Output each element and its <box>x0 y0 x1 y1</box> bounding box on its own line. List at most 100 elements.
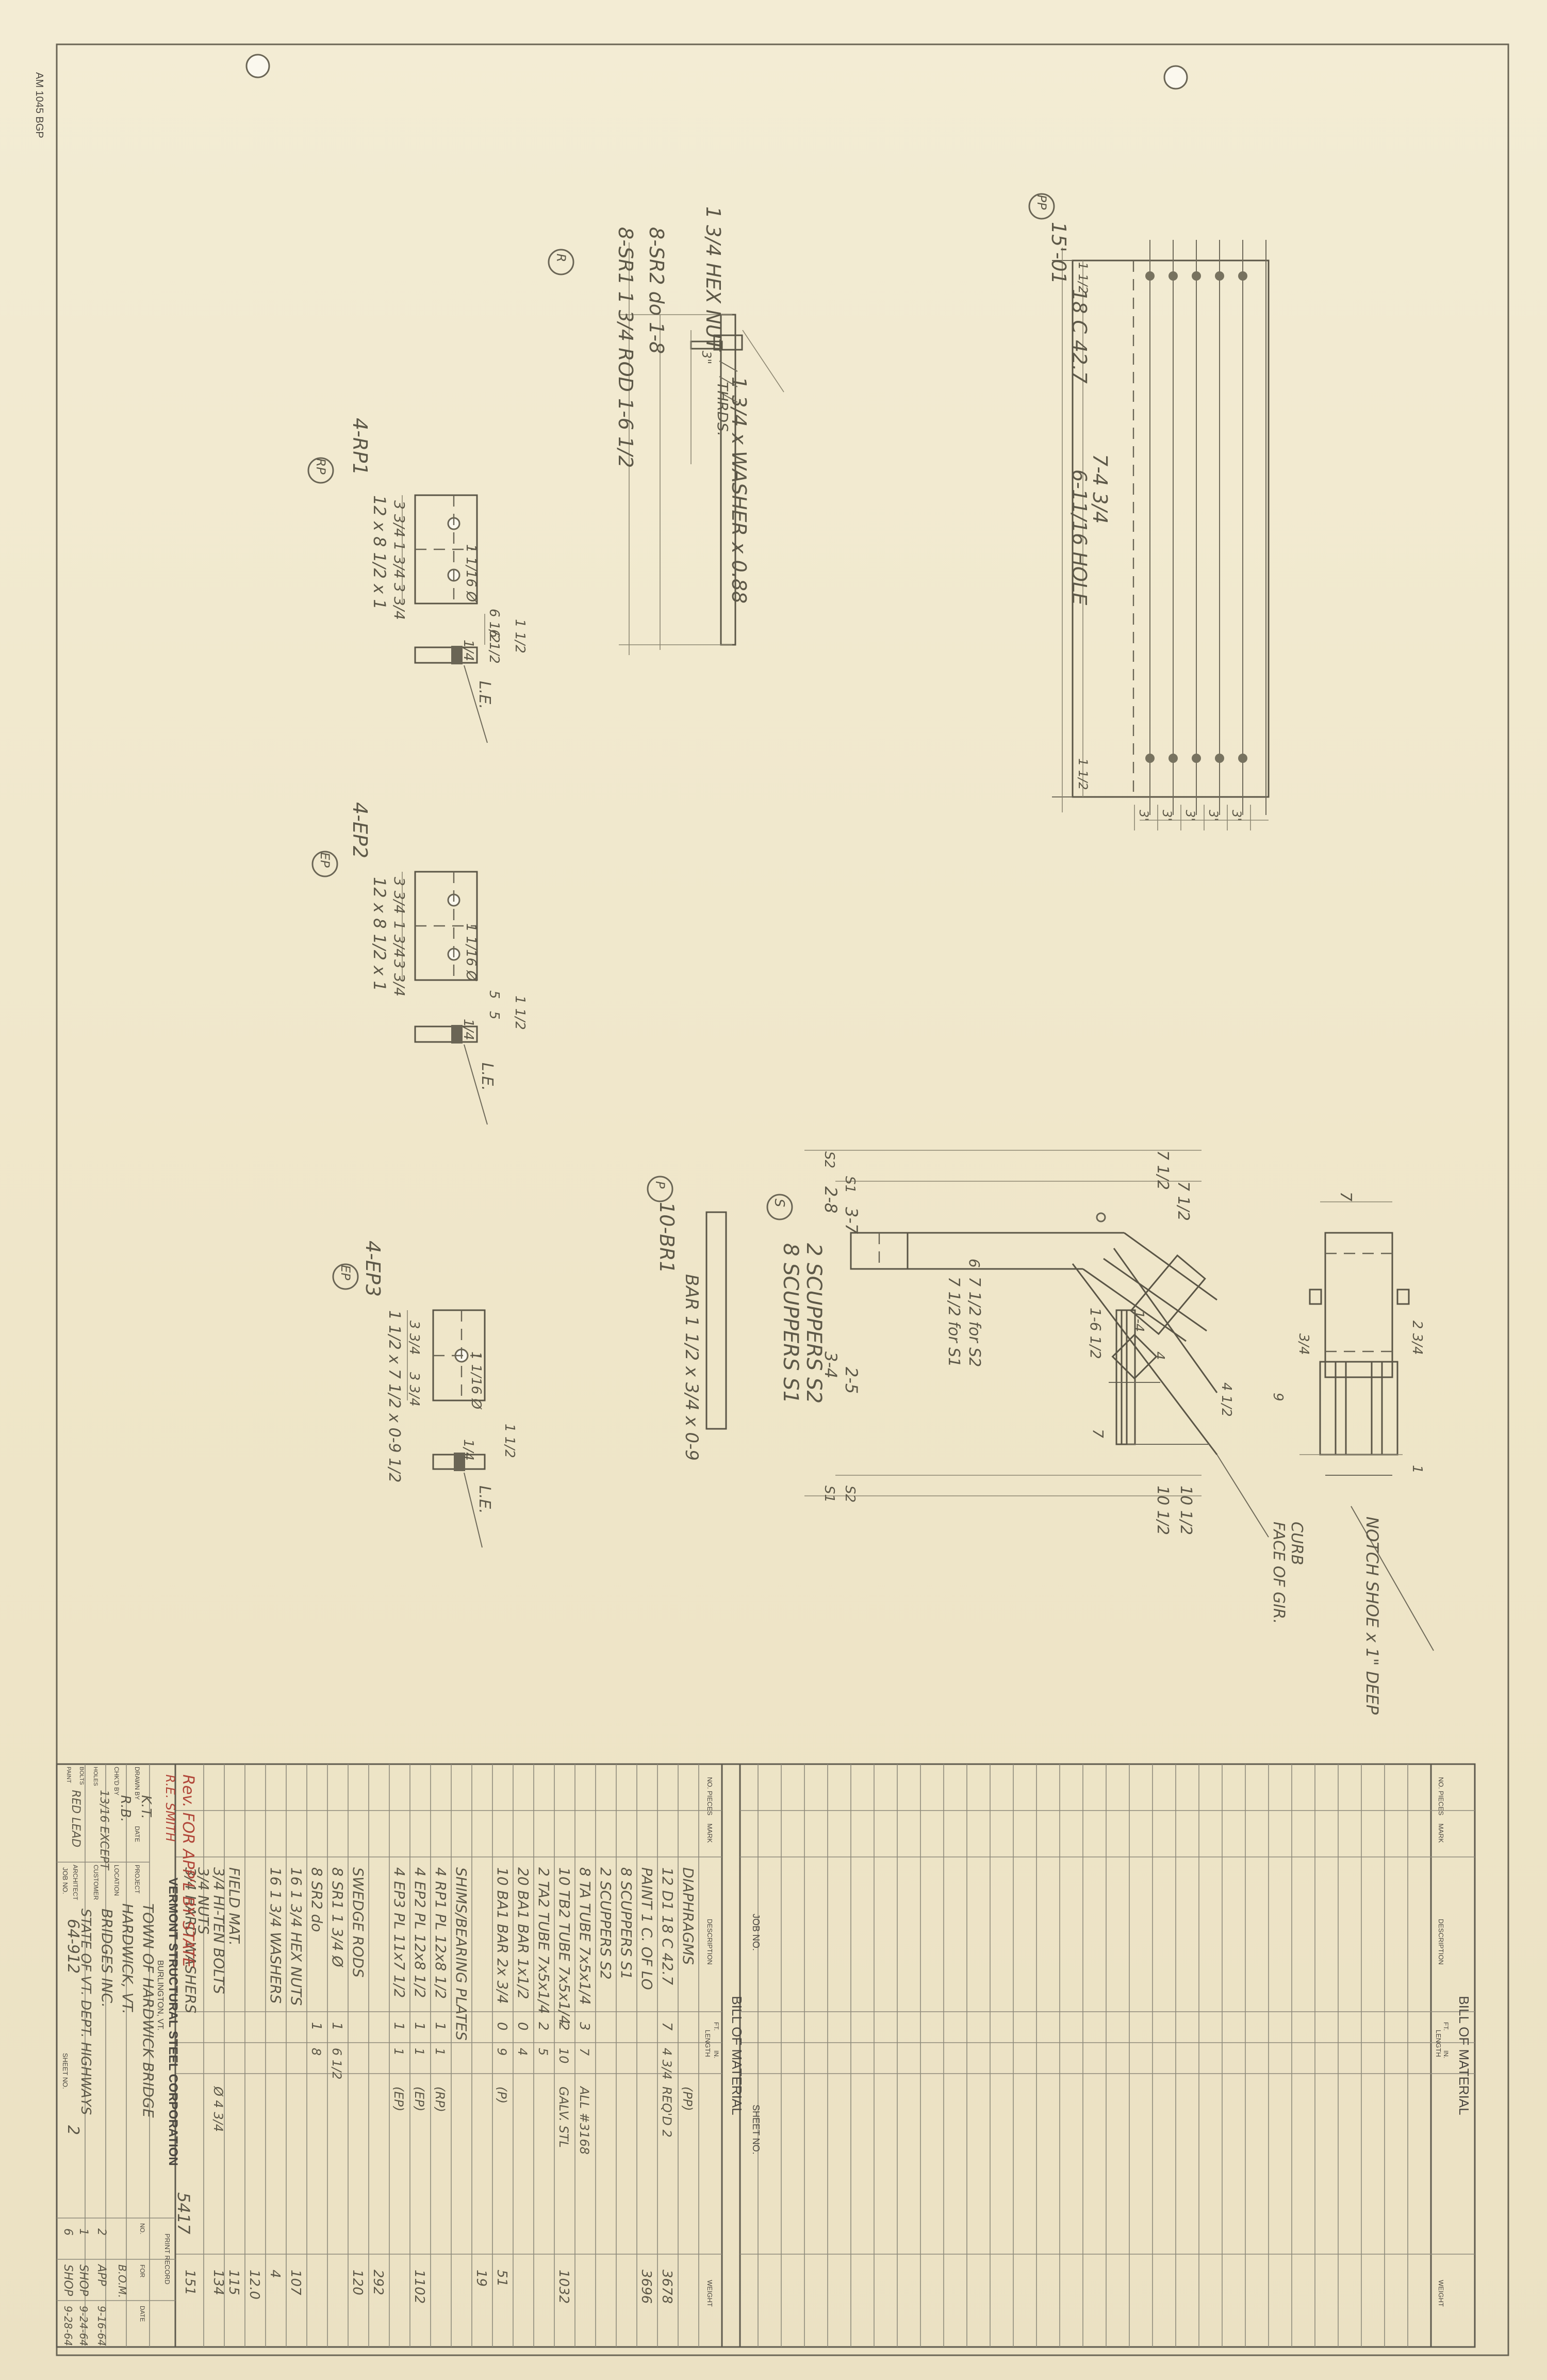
svg-text:NO.: NO. <box>139 2223 146 2234</box>
bom-weight: 1102 <box>412 2270 427 2304</box>
svg-text:FT.: FT. <box>1442 2022 1450 2031</box>
svg-text:3': 3' <box>1160 810 1174 821</box>
svg-text:L.E.: L.E. <box>478 1063 496 1091</box>
bom-weight: 4 <box>267 2270 283 2278</box>
svg-text:VERMONT STRUCTURAL STEEL CORPO: VERMONT STRUCTURAL STEEL CORPORATION <box>166 1878 180 2166</box>
svg-text:DRAWN BY: DRAWN BY <box>134 1767 141 1800</box>
bom-desc: FIELD MAT. <box>226 1867 243 1946</box>
svg-text:ARCHITECT: ARCHITECT <box>72 1865 79 1900</box>
bom-weight: 12.0 <box>246 2270 262 2300</box>
bom-in: 4 3/4 <box>660 2048 674 2080</box>
svg-text:Rev. FOR APP'L BY STATE: Rev. FOR APP'L BY STATE <box>179 1774 197 1967</box>
svg-text:R.E. SMITH: R.E. SMITH <box>163 1774 177 1841</box>
svg-text:1 3/4: 1 3/4 <box>391 921 408 958</box>
svg-text:1 3/4: 1 3/4 <box>391 542 408 579</box>
svg-text:1 1/2: 1 1/2 <box>502 1424 517 1458</box>
svg-text:BILL OF MATERIAL: BILL OF MATERIAL <box>729 1996 745 2115</box>
svg-text:7 1/2: 7 1/2 <box>1154 1150 1172 1190</box>
bom-weight: 19 <box>473 2270 489 2287</box>
svg-text:1/4: 1/4 <box>460 1019 476 1040</box>
bom-desc: 4 EP2 PL 12x8 1/2 <box>412 1867 429 1998</box>
bom-ft: 1 <box>412 2022 427 2031</box>
svg-text:3': 3' <box>1229 810 1244 821</box>
bom-weight: 134 <box>210 2270 226 2295</box>
svg-text:P: P <box>653 1181 667 1189</box>
svg-text:6 1/2: 6 1/2 <box>486 629 502 664</box>
bom-note: (RP) <box>433 2086 447 2112</box>
svg-text:LENGTH: LENGTH <box>1435 2030 1442 2057</box>
bom-desc: 16 1 3/4 HEX NUTS <box>288 1867 305 2006</box>
svg-text:RP: RP <box>314 458 328 475</box>
bom-row: FIELD MAT. 115 <box>226 1867 243 2295</box>
svg-text:1 1/16 Ø: 1 1/16 Ø <box>463 544 479 602</box>
svg-text:9: 9 <box>1270 1393 1286 1401</box>
bom-desc: 10 TB2 TUBE 7x5x1/4 <box>556 1867 573 2025</box>
svg-text:1 3/4 HEX NUT: 1 3/4 HEX NUT <box>702 206 725 352</box>
svg-text:R.B.: R.B. <box>118 1795 133 1822</box>
svg-text:3': 3' <box>1183 810 1197 821</box>
svg-text:SHEET NO.: SHEET NO. <box>61 2053 69 2089</box>
svg-text:64-912: 64-912 <box>64 1919 82 1974</box>
svg-text:K.T.: K.T. <box>138 1795 154 1819</box>
svg-text:6: 6 <box>966 1259 983 1268</box>
svg-text:3 3/4: 3 3/4 <box>391 583 408 620</box>
bom-row: 20 BA1 BAR 1x1/204 <box>515 1867 532 2056</box>
svg-text:1/4: 1/4 <box>460 640 476 661</box>
print-for: SHOP <box>61 2264 74 2296</box>
svg-text:3 3/4: 3 3/4 <box>391 959 408 997</box>
svg-text:6 1/2: 6 1/2 <box>486 609 502 643</box>
svg-text:1-4: 1-4 <box>1131 1310 1146 1332</box>
title-block: BILL OF MATERIAL NO. PIECES MARK DESCRIP… <box>56 1763 1476 2348</box>
bom-note: (EP) <box>412 2086 426 2111</box>
svg-text:NO. PIECES: NO. PIECES <box>706 1777 714 1816</box>
bom-desc: PAINT 1 C. OF LO <box>638 1867 655 1990</box>
bom-row: 2 TA2 TUBE 7x5x1/425 <box>535 1867 552 2056</box>
bom-desc: 8 SR1 1 3/4 Ø <box>329 1867 346 1967</box>
svg-text:S1: S1 <box>842 1176 858 1193</box>
svg-text:TOWN OF HARDWICK BRIDGE: TOWN OF HARDWICK BRIDGE <box>140 1903 157 2118</box>
print-for: APP <box>95 2263 108 2286</box>
svg-text:5: 5 <box>486 1011 502 1020</box>
bom-weight: 1032 <box>556 2270 571 2304</box>
bom-weight: 115 <box>226 2270 241 2295</box>
bom-row: 19 <box>473 2270 489 2287</box>
bom-desc: 4 EP3 PL 11x7 1/2 <box>391 1867 408 1998</box>
bom-note: (PP) <box>680 2086 695 2111</box>
svg-text:1: 1 <box>1409 1465 1425 1474</box>
bom-weight: 51 <box>494 2270 509 2287</box>
svg-text:7-4 3/4: 7-4 3/4 <box>1089 454 1111 524</box>
bom-rows: DIAPHRAGMS(PP) 12 D1 18 C 42.774 3/4REQ'… <box>182 1867 697 2304</box>
svg-text:2 SCUPPERS S2: 2 SCUPPERS S2 <box>802 1243 826 1404</box>
svg-text:2 3/4: 2 3/4 <box>1409 1321 1425 1355</box>
bom-desc: 4 RP1 PL 12x8 1/2 <box>432 1867 449 1999</box>
svg-text:FACE OF GIR.: FACE OF GIR. <box>1270 1522 1288 1624</box>
svg-text:3 3/4: 3 3/4 <box>406 1372 422 1407</box>
svg-text:1 3/4 x WASHER x 0.88: 1 3/4 x WASHER x 0.88 <box>728 377 750 604</box>
svg-text:PROJECT: PROJECT <box>134 1865 141 1894</box>
bom-row: 4 RP1 PL 12x8 1/211(RP) <box>432 1867 449 2112</box>
bom-note: (EP) <box>391 2086 406 2111</box>
svg-text:12 x 8 1/2 x 1: 12 x 8 1/2 x 1 <box>370 495 389 610</box>
bom-ft: 0 <box>494 2022 509 2031</box>
svg-text:2: 2 <box>64 2125 82 2135</box>
svg-text:BURLINGTON, VT.: BURLINGTON, VT. <box>156 1960 164 2031</box>
svg-text:3-4: 3-4 <box>821 1351 841 1378</box>
bom-desc: 3/4 HI-TEN BOLTS <box>210 1867 227 1994</box>
svg-text:S2: S2 <box>821 1151 837 1168</box>
svg-text:HOLES: HOLES <box>92 1767 98 1786</box>
bom-in: 1 <box>412 2048 426 2056</box>
bom-desc: DIAPHRAGMS <box>680 1867 697 1965</box>
view-pp-diaphragm: PP 15'-01 18 C 42.7 6-11/16 HOLE 7-4 3/4… <box>1028 193 1270 830</box>
view-scupper: S 8 SCUPPERS S1 2 SCUPPERS S2 S2 S1 2-8 … <box>766 1150 1434 1715</box>
bom-in: 1 <box>391 2048 406 2056</box>
svg-text:6-11/16 HOLE: 6-11/16 HOLE <box>1068 469 1091 605</box>
bom-note: REQ'D 2 <box>660 2086 674 2138</box>
svg-text:DATE: DATE <box>134 1826 141 1842</box>
svg-text:BILL OF MATERIAL: BILL OF MATERIAL <box>1456 1996 1472 2115</box>
bom-bottom: BILL OF MATERIAL NO. PIECES MARK DESCRIP… <box>175 1764 745 2347</box>
